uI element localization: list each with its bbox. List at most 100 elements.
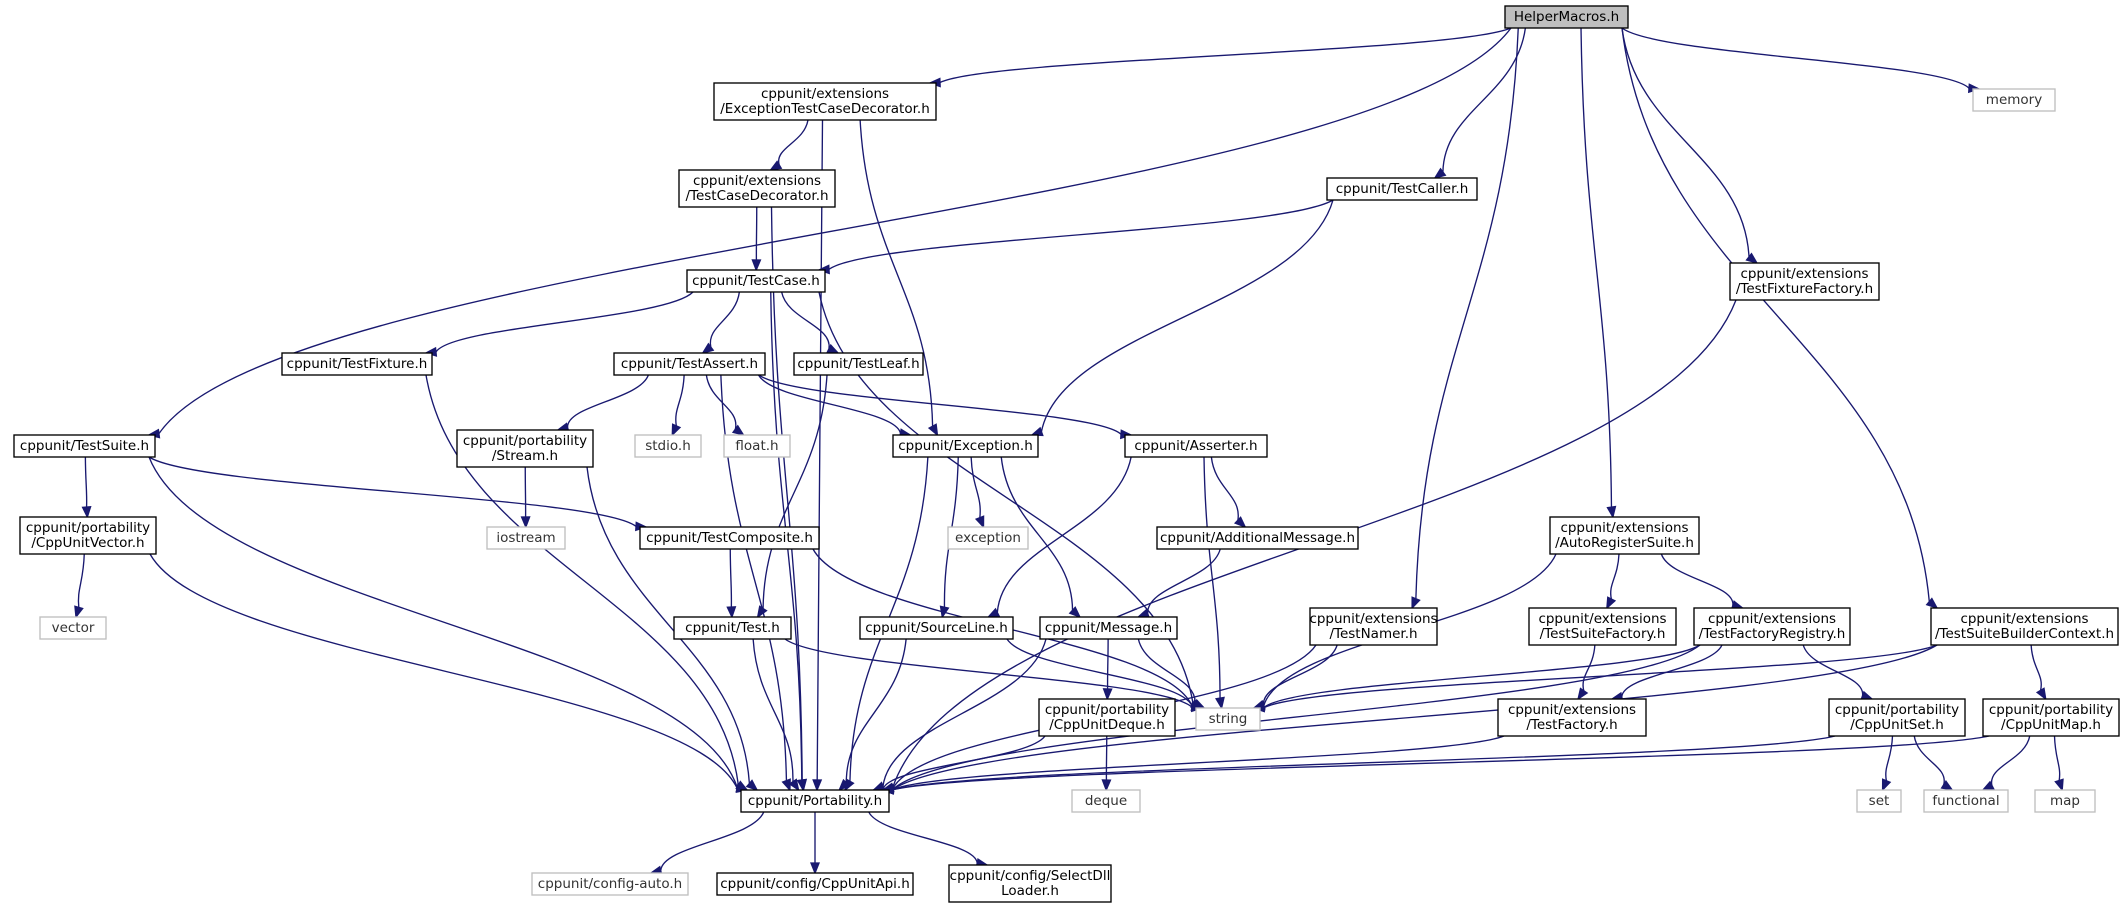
edge-portability-to-config-auto	[649, 811, 765, 876]
edge-line	[868, 811, 978, 864]
node-label: cppunit/portability	[463, 433, 587, 449]
edge-line	[1802, 644, 1864, 696]
node-stream[interactable]: cppunit/portability/Stream.h	[456, 429, 594, 468]
node-label: cppunit/TestComposite.h	[646, 530, 813, 546]
node-exception-decorator[interactable]: cppunit/extensions/ExceptionTestCaseDeco…	[713, 82, 937, 121]
edge-cpp-unit-vector-to-portability	[149, 553, 749, 794]
edge-line	[784, 638, 1193, 708]
edge-line	[1660, 553, 1734, 606]
node-box	[1930, 607, 2119, 646]
node-label: deque	[1085, 793, 1127, 809]
node-auto-register-suite[interactable]: cppunit/extensions/AutoRegisterSuite.h	[1549, 516, 1700, 555]
node-box	[713, 82, 937, 121]
node-test-suite-builder-context[interactable]: cppunit/extensions/TestSuiteBuilderConte…	[1930, 607, 2119, 646]
node-test-namer[interactable]: cppunit/extensions/TestNamer.h	[1309, 607, 1438, 646]
node-portability[interactable]: cppunit/Portability.h	[740, 789, 890, 813]
node-box	[1729, 262, 1880, 301]
node-label: cppunit/Portability.h	[748, 793, 882, 809]
node-cpp-unit-deque[interactable]: cppunit/portability/CppUnitDeque.h	[1038, 698, 1176, 737]
node-test-suite-factory[interactable]: cppunit/extensions/TestSuiteFactory.h	[1528, 607, 1677, 646]
node-test-h[interactable]: cppunit/Test.h	[673, 616, 792, 640]
edge-line	[1610, 553, 1620, 600]
edge-arrowhead	[1606, 596, 1617, 610]
node-label: /CppUnitDeque.h	[1049, 717, 1165, 733]
node-box	[1828, 698, 1966, 737]
edge-auto-register-suite-to-test-factory-registry	[1660, 553, 1745, 610]
edge-line	[149, 553, 738, 789]
node-label: cppunit/TestAssert.h	[621, 356, 758, 372]
edge-arrowhead	[520, 516, 531, 529]
node-label: exception	[955, 530, 1021, 546]
node-cpp-unit-api[interactable]: cppunit/config/CppUnitApi.h	[716, 872, 914, 896]
edge-asserter-to-string	[1203, 456, 1225, 710]
node-box	[892, 434, 1039, 458]
node-label: cppunit/extensions	[1708, 611, 1836, 627]
node-label: set	[1869, 793, 1890, 809]
edge-arrowhead	[974, 515, 985, 529]
node-test-case-decorator[interactable]: cppunit/extensions/TestCaseDecorator.h	[678, 169, 836, 208]
edge-cpp-unit-map-to-portability	[881, 735, 1990, 795]
node-label: iostream	[496, 530, 555, 546]
node-box	[793, 352, 924, 376]
node-label: memory	[1986, 92, 2042, 108]
edge-test-suite-to-portability	[148, 456, 749, 793]
node-label: /TestSuiteFactory.h	[1540, 626, 1666, 642]
edge-line	[675, 374, 685, 426]
node-box	[639, 526, 820, 550]
node-cpp-unit-set[interactable]: cppunit/portability/CppUnitSet.h	[1828, 698, 1966, 737]
edge-portability-to-cpp-unit-api	[810, 812, 820, 875]
node-test-composite[interactable]: cppunit/TestComposite.h	[639, 526, 820, 550]
node-test-fixture-factory[interactable]: cppunit/extensions/TestFixtureFactory.h	[1729, 262, 1880, 301]
edge-arrowhead	[788, 778, 800, 792]
edge-asserter-to-additional-message	[1210, 456, 1247, 529]
edge-arrowhead	[1102, 688, 1113, 701]
edge-exception-decorator-to-exception-h	[859, 119, 939, 437]
node-test-caller[interactable]: cppunit/TestCaller.h	[1326, 177, 1478, 201]
edge-arrowhead	[726, 606, 737, 619]
node-exception-h[interactable]: cppunit/Exception.h	[892, 434, 1039, 458]
node-box	[1528, 607, 1677, 646]
node-test-factory-registry[interactable]: cppunit/extensions/TestFactoryRegistry.h	[1693, 607, 1851, 646]
node-asserter[interactable]: cppunit/Asserter.h	[1124, 434, 1268, 458]
node-source-line[interactable]: cppunit/SourceLine.h	[859, 616, 1014, 640]
edge-line	[1885, 735, 1894, 781]
node-label: cppunit/TestLeaf.h	[797, 356, 919, 372]
edge-arrowhead	[731, 424, 745, 437]
edge-helper-macros-to-test-namer	[1411, 27, 1519, 610]
node-label: cppunit/portability	[1989, 702, 2113, 718]
node-label: cppunit/portability	[1045, 702, 1169, 718]
edge-line	[709, 291, 741, 348]
edge-line	[2030, 644, 2042, 691]
node-message[interactable]: cppunit/Message.h	[1039, 616, 1178, 640]
node-test-suite[interactable]: cppunit/TestSuite.h	[13, 434, 156, 458]
edge-stream-to-portability	[586, 466, 759, 792]
node-test-factory[interactable]: cppunit/extensions/TestFactory.h	[1497, 698, 1647, 737]
node-box	[1038, 698, 1176, 737]
edge-exception-h-to-message	[1000, 456, 1082, 619]
edge-line	[892, 735, 1836, 791]
edge-cpp-unit-deque-to-deque	[1101, 735, 1112, 792]
node-test-assert[interactable]: cppunit/TestAssert.h	[613, 352, 766, 376]
node-label: cppunit/portability	[26, 520, 150, 536]
node-box	[1071, 789, 1141, 813]
node-helper-macros[interactable]: HelperMacros.h	[1504, 5, 1629, 29]
node-label: cppunit/extensions	[1508, 702, 1636, 718]
node-float: float.h	[723, 434, 791, 458]
edge-arrowhead	[838, 778, 851, 792]
node-test-case[interactable]: cppunit/TestCase.h	[686, 269, 826, 293]
node-cpp-unit-vector[interactable]: cppunit/portability/CppUnitVector.h	[19, 516, 157, 555]
node-box	[1972, 88, 2056, 112]
node-test-leaf[interactable]: cppunit/TestLeaf.h	[793, 352, 924, 376]
node-label: cppunit/config/SelectDll	[950, 868, 1111, 884]
edge-cpp-unit-set-to-set	[1881, 735, 1894, 792]
node-additional-message[interactable]: cppunit/AdditionalMessage.h	[1156, 526, 1359, 550]
node-test-fixture[interactable]: cppunit/TestFixture.h	[281, 352, 433, 376]
node-label: cppunit/Test.h	[685, 620, 780, 636]
edge-helper-macros-to-test-fixture-factory	[1621, 27, 1759, 265]
edge-stream-to-iostream	[520, 466, 531, 529]
node-box	[678, 169, 836, 208]
node-cpp-unit-map[interactable]: cppunit/portability/CppUnitMap.h	[1982, 698, 2120, 737]
edge-line	[705, 374, 737, 430]
node-box	[1156, 526, 1359, 550]
